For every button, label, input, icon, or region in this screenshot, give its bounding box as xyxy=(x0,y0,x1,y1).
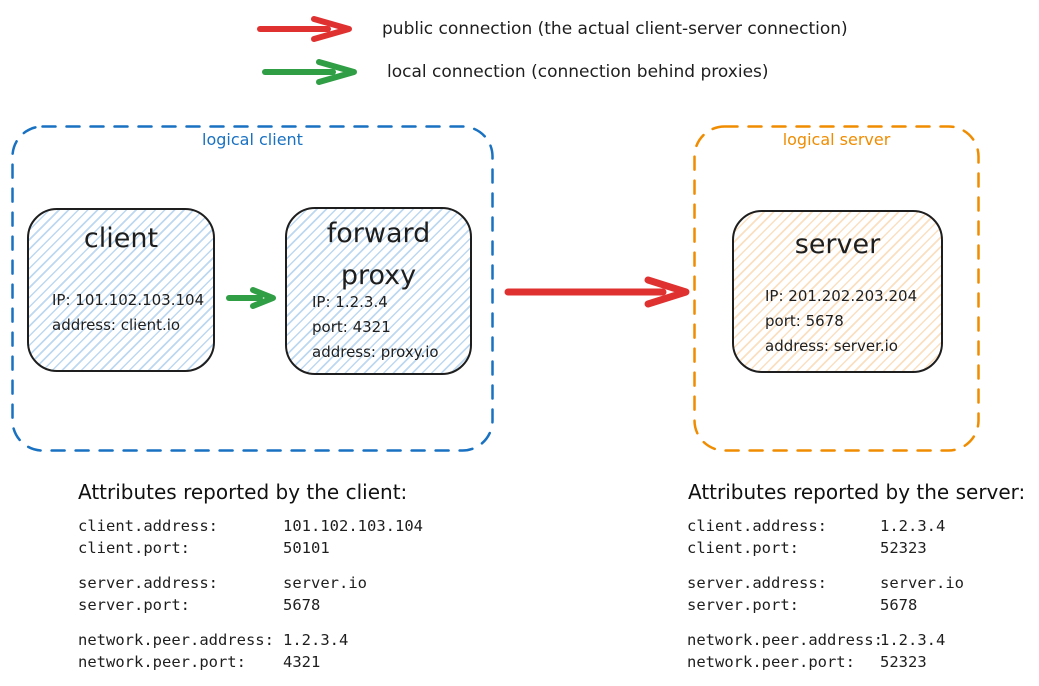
attr-value: 5678 xyxy=(283,595,321,614)
server-detail-address: address: server.io xyxy=(765,337,898,355)
logical-client-label: logical client xyxy=(202,130,303,149)
legend-public-label: public connection (the actual client-ser… xyxy=(382,19,848,39)
server-node-title: server xyxy=(794,229,881,260)
client-node: client IP: 101.102.103.104 address: clie… xyxy=(27,208,215,372)
public-connection-arrow xyxy=(504,276,690,308)
attr-value: 1.2.3.4 xyxy=(880,631,946,649)
client-attr-group-network-peer: network.peer.address: 1.2.3.4 network.pe… xyxy=(78,630,423,673)
client-detail-address: address: client.io xyxy=(52,316,181,334)
proxy-detail-port: port: 4321 xyxy=(312,318,391,336)
server-attr-group-client: client.address: 1.2.3.4 client.port: 523… xyxy=(687,516,964,559)
attr-key: server.address: xyxy=(687,574,827,592)
attr-row: client.address: 1.2.3.4 xyxy=(687,516,964,538)
attr-key: client.address: xyxy=(687,517,827,535)
server-attributes-list: client.address: 1.2.3.4 client.port: 523… xyxy=(687,516,964,686)
attr-key: client.port: xyxy=(78,538,190,557)
client-attr-group-server: server.address: server.io server.port: 5… xyxy=(78,573,423,616)
attr-row: server.port: 5678 xyxy=(78,595,423,617)
attr-key: server.port: xyxy=(78,595,190,614)
attr-row: server.port: 5678 xyxy=(687,595,964,617)
server-node: server IP: 201.202.203.204 port: 5678 ad… xyxy=(732,210,943,373)
forward-proxy-node-details: IP: 1.2.3.4 port: 4321 address: proxy.io xyxy=(312,290,439,365)
attr-value: 5678 xyxy=(880,595,918,614)
attr-row: server.address: server.io xyxy=(687,573,964,595)
client-attributes-list: client.address: 101.102.103.104 client.p… xyxy=(78,516,423,686)
proxy-detail-ip: IP: 1.2.3.4 xyxy=(312,293,388,311)
forward-proxy-node: forward proxy IP: 1.2.3.4 port: 4321 add… xyxy=(285,207,472,375)
client-attributes-heading: Attributes reported by the client: xyxy=(78,480,408,504)
local-connection-arrow-icon xyxy=(262,59,357,85)
attr-row: network.peer.address: 1.2.3.4 xyxy=(687,630,964,652)
logical-client-boundary xyxy=(11,125,494,452)
attr-row: client.port: 50101 xyxy=(78,538,423,560)
attr-key: server.address: xyxy=(78,574,218,592)
attr-value: server.io xyxy=(283,574,367,592)
server-attr-group-network-peer: network.peer.address: 1.2.3.4 network.pe… xyxy=(687,630,964,673)
client-node-details: IP: 101.102.103.104 address: client.io xyxy=(52,288,204,338)
logical-server-boundary xyxy=(693,125,980,452)
attr-value: 4321 xyxy=(283,652,321,671)
attr-key: network.peer.port: xyxy=(78,652,246,671)
attr-key: network.peer.port: xyxy=(687,652,855,671)
attr-key: client.port: xyxy=(687,538,799,557)
client-detail-ip: IP: 101.102.103.104 xyxy=(52,291,205,309)
local-connection-arrow xyxy=(226,287,276,309)
server-attributes-heading: Attributes reported by the server: xyxy=(688,480,1026,504)
attr-value: server.io xyxy=(880,574,964,592)
attr-row: network.peer.port: 4321 xyxy=(78,652,423,674)
attr-key: server.port: xyxy=(687,595,799,614)
client-attr-group-client: client.address: 101.102.103.104 client.p… xyxy=(78,516,423,559)
attr-key: network.peer.address: xyxy=(78,631,274,649)
attr-row: network.peer.address: 1.2.3.4 xyxy=(78,630,423,652)
attr-value: 1.2.3.4 xyxy=(880,517,946,535)
server-detail-port: port: 5678 xyxy=(765,312,844,330)
attr-row: client.port: 52323 xyxy=(687,538,964,560)
server-node-details: IP: 201.202.203.204 port: 5678 address: … xyxy=(765,284,917,359)
attr-value: 101.102.103.104 xyxy=(283,517,423,535)
attr-value: 52323 xyxy=(880,652,927,671)
proxy-detail-address: address: proxy.io xyxy=(312,343,439,361)
legend-local-label: local connection (connection behind prox… xyxy=(387,62,769,82)
attr-value: 1.2.3.4 xyxy=(283,631,349,649)
attr-row: network.peer.port: 52323 xyxy=(687,652,964,674)
logical-server-label: logical server xyxy=(782,130,891,149)
forward-proxy-node-title: forward proxy xyxy=(326,218,431,291)
attr-row: server.address: server.io xyxy=(78,573,423,595)
client-node-title: client xyxy=(83,223,159,254)
attr-key: network.peer.address: xyxy=(687,631,883,649)
public-connection-arrow-icon xyxy=(257,16,352,42)
attr-value: 50101 xyxy=(283,538,330,557)
attr-row: client.address: 101.102.103.104 xyxy=(78,516,423,538)
server-attr-group-server: server.address: server.io server.port: 5… xyxy=(687,573,964,616)
attr-value: 52323 xyxy=(880,538,927,557)
attr-key: client.address: xyxy=(78,517,218,535)
server-detail-ip: IP: 201.202.203.204 xyxy=(765,287,918,305)
